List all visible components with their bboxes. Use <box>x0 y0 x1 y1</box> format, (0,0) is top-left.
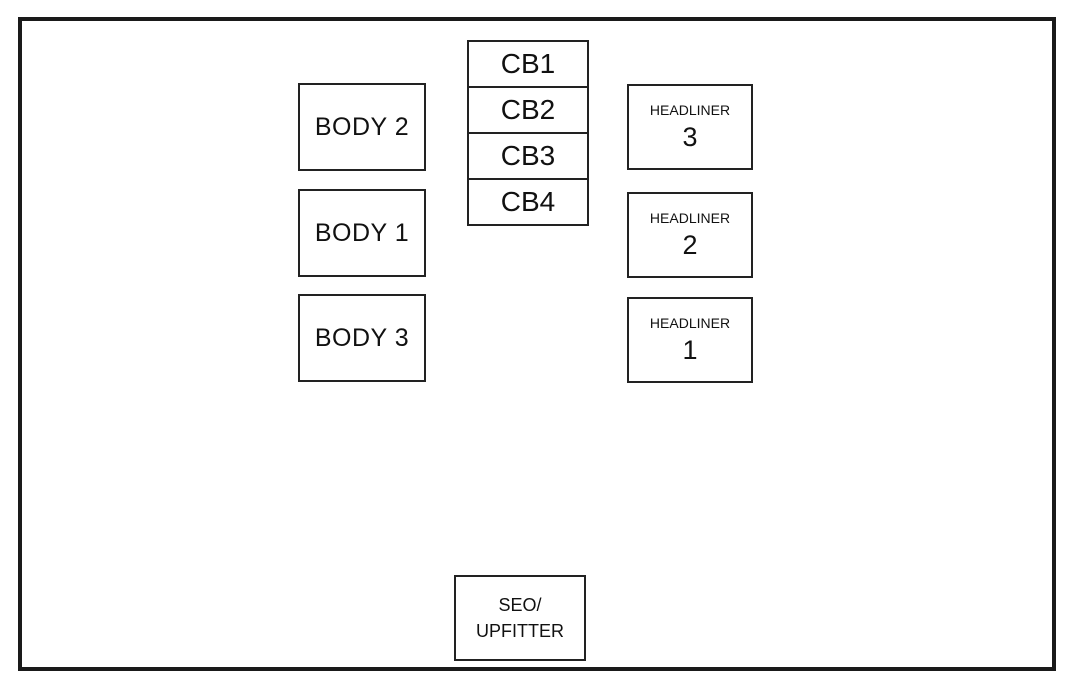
body-2-fuse: BODY 2 <box>298 83 426 171</box>
headliner-3-fuse: HEADLINER 3 <box>627 84 753 170</box>
cb2-cell: CB2 <box>469 88 587 134</box>
circuit-breaker-stack: CB1 CB2 CB3 CB4 <box>467 40 589 226</box>
seo-label: SEO/ <box>498 595 542 615</box>
body-3-label: BODY 3 <box>314 323 410 352</box>
upfitter-label: UPFITTER <box>476 621 564 641</box>
cb1-cell: CB1 <box>469 42 587 88</box>
fuse-panel-outline: BODY 2 BODY 1 BODY 3 CB1 CB2 CB3 CB4 HEA… <box>18 17 1056 671</box>
cb3-cell: CB3 <box>469 134 587 180</box>
headliner-3-number: 3 <box>682 121 698 152</box>
headliner-2-number: 2 <box>682 229 698 260</box>
headliner-1-fuse: HEADLINER 1 <box>627 297 753 383</box>
headliner-2-fuse: HEADLINER 2 <box>627 192 753 278</box>
headliner-1-title: HEADLINER <box>649 314 731 331</box>
headliner-3-title: HEADLINER <box>649 101 731 118</box>
body-3-fuse: BODY 3 <box>298 294 426 382</box>
headliner-1-number: 1 <box>682 334 698 365</box>
headliner-2-title: HEADLINER <box>649 209 731 226</box>
body-2-label: BODY 2 <box>314 112 410 141</box>
cb4-cell: CB4 <box>500 186 556 217</box>
body-1-fuse: BODY 1 <box>298 189 426 277</box>
body-1-label: BODY 1 <box>314 218 410 247</box>
seo-upfitter-fuse: SEO/ UPFITTER <box>454 575 586 661</box>
